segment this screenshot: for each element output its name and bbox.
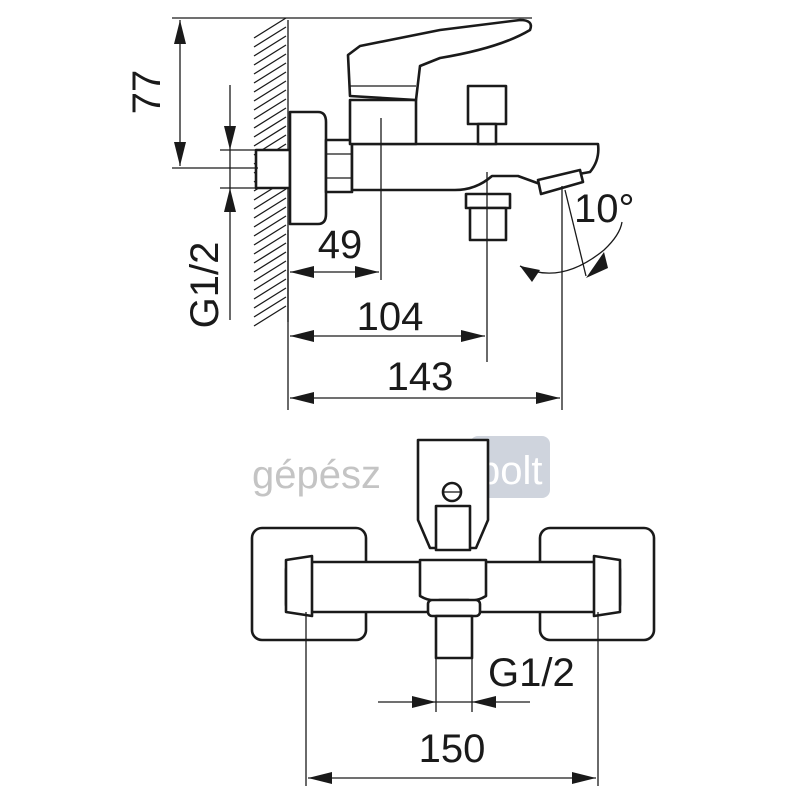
faucet-body bbox=[350, 142, 600, 192]
dim-150-label: 150 bbox=[419, 727, 486, 771]
shower-outlet bbox=[468, 206, 508, 242]
hatch-line bbox=[253, 197, 287, 219]
hatch-line bbox=[253, 71, 287, 93]
lever-handle bbox=[346, 18, 533, 102]
center-outlet-housing bbox=[418, 558, 488, 602]
diverter-knob-front bbox=[434, 504, 472, 552]
hatch-line bbox=[253, 35, 287, 57]
dim-g12-front-label: G1/2 bbox=[488, 651, 575, 695]
hatch-line bbox=[253, 116, 287, 138]
dim-143: 143 bbox=[290, 355, 560, 404]
diverter-stem bbox=[476, 122, 498, 146]
watermark-text-part1: gépész bbox=[252, 453, 381, 497]
hatch-line bbox=[253, 107, 287, 129]
eccentric-connector bbox=[254, 148, 292, 190]
dim-g12-front: G1/2 bbox=[378, 651, 575, 708]
hatch-line bbox=[253, 125, 287, 147]
dim-77-label: 77 bbox=[125, 70, 169, 115]
cartridge-housing bbox=[348, 98, 418, 146]
dim-150: 150 bbox=[308, 727, 596, 784]
hatch-line bbox=[253, 278, 287, 300]
right-body-cap bbox=[592, 554, 622, 618]
hatch-line bbox=[253, 80, 287, 102]
hatch-line bbox=[253, 242, 287, 264]
hatch-line bbox=[253, 215, 287, 237]
hatch-line bbox=[253, 17, 287, 39]
center-outlet bbox=[434, 614, 474, 660]
union-nut bbox=[324, 138, 354, 194]
dim-angle-label: 10° bbox=[574, 187, 635, 231]
hatch-line bbox=[253, 260, 287, 282]
hatch-line bbox=[253, 287, 287, 309]
center-outlet-nut bbox=[426, 598, 482, 618]
hatch-line bbox=[253, 251, 287, 273]
hatch-line bbox=[253, 98, 287, 120]
hatch-line bbox=[253, 89, 287, 111]
hatch-line bbox=[253, 44, 287, 66]
hatch-line bbox=[253, 188, 287, 210]
watermark-logo: gépész bolt bbox=[252, 436, 550, 498]
hatch-line bbox=[253, 233, 287, 255]
hatch-line bbox=[253, 224, 287, 246]
dim-143-label: 143 bbox=[387, 355, 454, 399]
diverter-knob bbox=[466, 84, 508, 126]
hatch-line bbox=[253, 296, 287, 318]
hatch-line bbox=[253, 305, 287, 327]
dim-49: 49 bbox=[290, 223, 379, 278]
wall-rosette bbox=[288, 110, 328, 226]
front-view: G1/2 150 bbox=[250, 438, 656, 786]
dim-77: 77 bbox=[125, 17, 532, 169]
left-body-cap bbox=[284, 554, 314, 618]
dim-104-label: 104 bbox=[357, 295, 424, 339]
dim-g12-side: G1/2 bbox=[183, 85, 258, 328]
hatch-line bbox=[253, 53, 287, 75]
dim-g12-side-label: G1/2 bbox=[183, 242, 227, 329]
spout-outlet bbox=[536, 168, 585, 196]
side-view: 77 G1/2 49 104 bbox=[125, 17, 635, 410]
hatch-line bbox=[253, 269, 287, 291]
dim-104: 104 bbox=[290, 295, 485, 342]
shower-outlet-nut bbox=[464, 192, 512, 210]
dim-49-label: 49 bbox=[318, 223, 363, 267]
hatch-line bbox=[253, 26, 287, 48]
hatch-line bbox=[253, 62, 287, 84]
watermark-box bbox=[470, 436, 550, 498]
dim-angle: 10° bbox=[519, 187, 635, 282]
hatch-line bbox=[253, 206, 287, 228]
